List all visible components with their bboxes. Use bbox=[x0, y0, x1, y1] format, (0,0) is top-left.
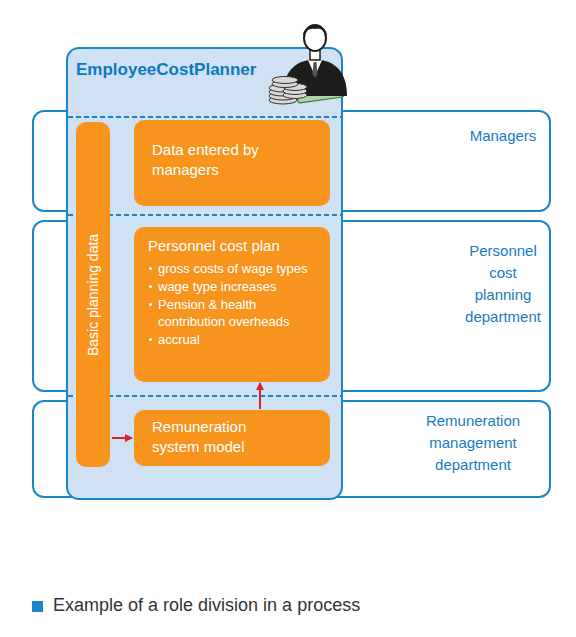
lane-label: Personnel cost planning department bbox=[460, 240, 546, 328]
coin-stack bbox=[269, 77, 307, 105]
application-title: EmployeeCostPlanner bbox=[76, 60, 256, 80]
bullet-dot bbox=[149, 338, 152, 341]
bullet-dot bbox=[149, 285, 152, 288]
bar-label: Basic planning data bbox=[85, 233, 101, 355]
person-icon bbox=[255, 0, 355, 110]
hair bbox=[303, 26, 327, 37]
head bbox=[304, 25, 326, 51]
bullet-item: gross costs of wage types bbox=[158, 260, 318, 277]
data-bar: Basic planning data bbox=[76, 122, 110, 467]
box-heading: Personnel cost plan bbox=[148, 236, 280, 256]
process-box: Personnel cost plan gross costs of wage t… bbox=[134, 227, 330, 382]
bullet-item: accrual bbox=[158, 331, 318, 348]
figure-caption: Example of a role division in a process bbox=[53, 595, 360, 616]
dashed-divider bbox=[68, 116, 341, 118]
flow-arrow bbox=[259, 383, 261, 409]
process-box: Remuneration system model bbox=[134, 410, 330, 466]
bullet-item: wage type increases bbox=[158, 278, 318, 295]
bullet-dot bbox=[149, 267, 152, 270]
lane-label: Managers bbox=[448, 125, 558, 147]
box-label: Data entered by managers bbox=[152, 140, 262, 180]
bullet-dot bbox=[149, 303, 152, 306]
process-box: Data entered by managers bbox=[134, 120, 330, 206]
bullet-item: Pension & health contribution overheads bbox=[158, 296, 318, 330]
tie bbox=[313, 62, 318, 78]
flow-arrow bbox=[112, 437, 132, 439]
box-label: Remuneration system model bbox=[152, 417, 272, 457]
caption-square bbox=[32, 601, 43, 612]
application-box: EmployeeCostPlannerBasic planning data Da… bbox=[66, 47, 343, 500]
lane-label: Remuneration management department bbox=[408, 410, 538, 476]
